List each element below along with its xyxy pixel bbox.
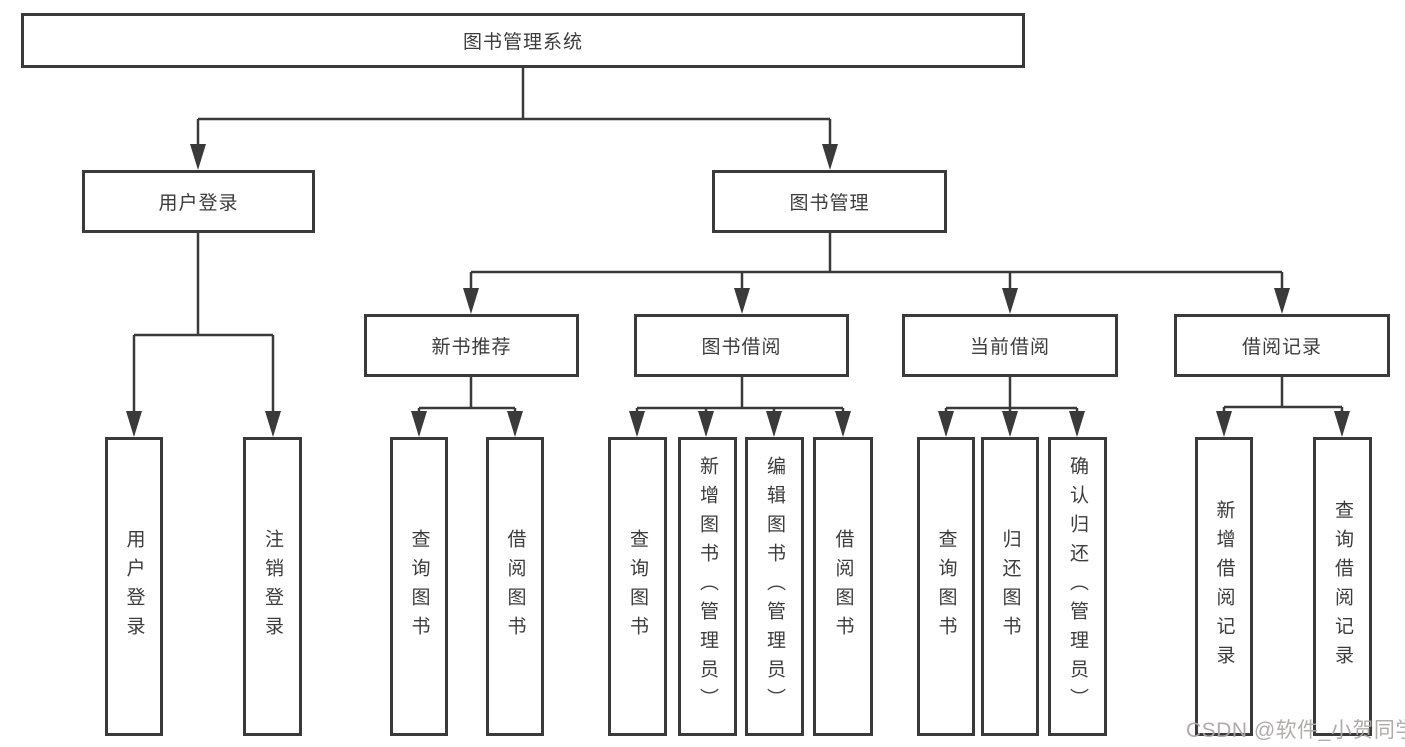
node-label: 借阅图书 (504, 528, 526, 645)
node-label: 查询图书 (408, 528, 430, 645)
node-book-management: 图书管理 (712, 170, 947, 233)
arrow-icon (734, 288, 750, 314)
node-label: 新增借阅记录 (1213, 499, 1235, 674)
node-label: 归还图书 (999, 528, 1021, 645)
node-label: 新书推荐 (431, 337, 512, 358)
node-book-borrow: 图书借阅 (634, 314, 849, 377)
arrow-icon (507, 411, 523, 437)
node-leaf-current-return-books: 归还图书 (981, 437, 1039, 736)
node-current-borrow: 当前借阅 (902, 314, 1118, 377)
arrow-icon (1274, 288, 1290, 314)
node-leaf-borrow-edit-books-admin: 编辑图书（管理员） (745, 437, 804, 736)
csdn-watermark: CSDN @软件_小贺同学 (1186, 719, 1405, 742)
node-label: 图书管理系统 (462, 32, 583, 53)
arrow-icon (190, 144, 206, 170)
arrow-icon (411, 411, 427, 437)
arrow-icon (698, 411, 714, 437)
node-label: 编辑图书（管理员） (764, 456, 785, 717)
node-label: 借阅图书 (832, 528, 854, 645)
node-leaf-recommend-borrow-books: 借阅图书 (486, 437, 544, 736)
arrow-icon (265, 411, 281, 437)
arrow-icon (822, 144, 838, 170)
node-label: 用户登录 (158, 193, 239, 214)
node-label: 查询图书 (935, 528, 957, 645)
node-label: 借阅记录 (1241, 337, 1322, 358)
node-library-management-system: 图书管理系统 (21, 13, 1025, 68)
node-user-login: 用户登录 (82, 170, 315, 233)
node-label: 新增图书（管理员） (697, 456, 718, 717)
node-label: 图书借阅 (701, 337, 782, 358)
arrow-icon (835, 411, 851, 437)
arrow-icon (463, 288, 479, 314)
node-label: 图书管理 (789, 193, 870, 214)
node-label: 注销登录 (262, 528, 283, 645)
node-label: 确认归还（管理员） (1067, 456, 1088, 717)
node-borrow-records: 借阅记录 (1174, 314, 1390, 377)
arrow-icon (1002, 288, 1018, 314)
node-leaf-logout: 注销登录 (243, 437, 302, 736)
arrow-icon (938, 411, 954, 437)
node-new-book-recommend: 新书推荐 (364, 314, 579, 377)
arrow-icon (1002, 411, 1018, 437)
node-leaf-records-add-record: 新增借阅记录 (1195, 437, 1253, 736)
node-leaf-borrow-add-books-admin: 新增图书（管理员） (678, 437, 737, 736)
node-label: 查询借阅记录 (1332, 499, 1353, 674)
node-label: 用户登录 (123, 528, 145, 645)
node-label: 查询图书 (627, 528, 648, 645)
arrow-icon (126, 411, 142, 437)
node-leaf-borrow-query-books: 查询图书 (608, 437, 667, 736)
arrow-icon (1216, 411, 1232, 437)
node-leaf-user-login: 用户登录 (105, 437, 163, 736)
arrow-icon (1069, 411, 1085, 437)
node-leaf-borrow-borrow-books: 借阅图书 (813, 437, 873, 736)
arrow-icon (1334, 411, 1350, 437)
node-label: 当前借阅 (969, 337, 1050, 358)
node-leaf-recommend-query-books: 查询图书 (390, 437, 448, 736)
arrow-icon (766, 411, 782, 437)
arrow-icon (629, 411, 645, 437)
node-leaf-current-confirm-return-admin: 确认归还（管理员） (1048, 437, 1107, 736)
node-leaf-records-query-record: 查询借阅记录 (1313, 437, 1372, 736)
node-leaf-current-query-books: 查询图书 (917, 437, 975, 736)
